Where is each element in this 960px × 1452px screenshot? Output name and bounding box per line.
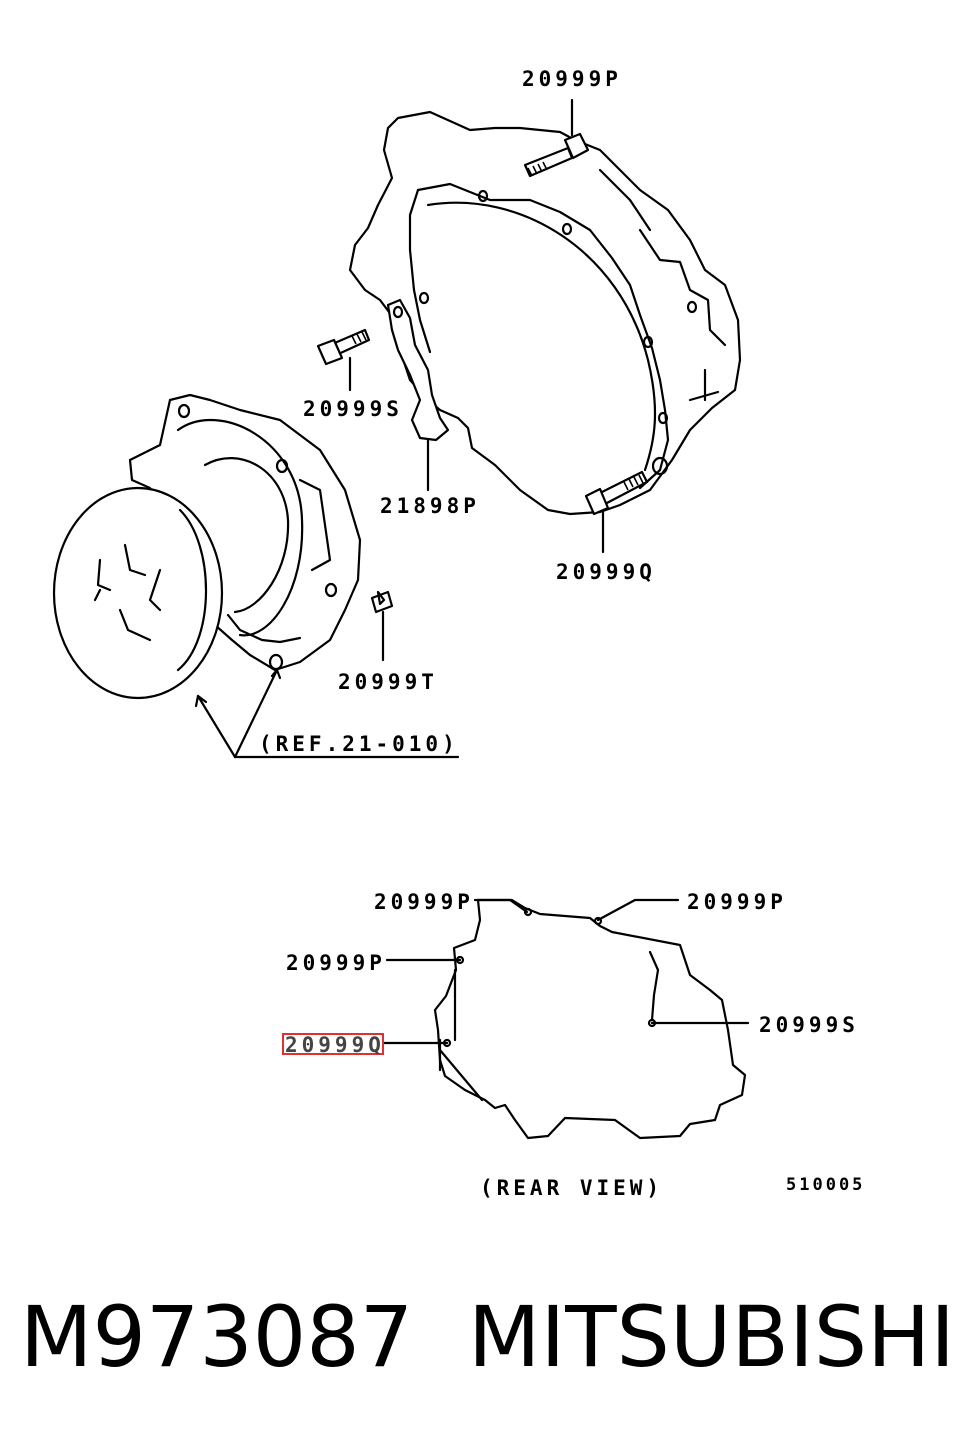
- ref-leader: [194, 668, 460, 759]
- label-rear-20999q-highlighted[interactable]: 20999Q: [285, 1033, 385, 1057]
- part-number: M973087: [20, 1288, 413, 1386]
- rear-view-leaders: [382, 898, 750, 1048]
- label-20999t: 20999T: [338, 670, 438, 694]
- figure-number: 510005: [786, 1175, 865, 1195]
- label-rear-view: (REAR VIEW): [480, 1176, 663, 1200]
- rear-view-outline: [433, 898, 747, 1140]
- label-21898p: 21898P: [380, 494, 480, 518]
- label-rear-20999s: 20999S: [759, 1013, 859, 1037]
- bolt-20999s: [316, 328, 371, 392]
- label-20999p-top: 20999P: [522, 67, 622, 91]
- transmission-case: [348, 110, 742, 516]
- bolt-20999p-top: [523, 98, 590, 178]
- bolt-20999q: [584, 470, 649, 554]
- label-20999q: 20999Q: [556, 560, 656, 584]
- bolt-20999t: [370, 590, 394, 662]
- label-rear-20999p-left: 20999P: [286, 951, 386, 975]
- label-rear-20999p-top-right: 20999P: [687, 890, 787, 914]
- clutch-disc: [52, 486, 224, 700]
- label-ref: (REF.21-010): [259, 732, 459, 756]
- clutch-cover: [128, 393, 362, 672]
- highlight-box: [282, 1033, 384, 1055]
- label-20999s: 20999S: [303, 397, 403, 421]
- bracket-21898p: [386, 298, 450, 492]
- brand-name: MITSUBISHI: [468, 1288, 955, 1386]
- label-rear-20999p-top-left: 20999P: [374, 890, 474, 914]
